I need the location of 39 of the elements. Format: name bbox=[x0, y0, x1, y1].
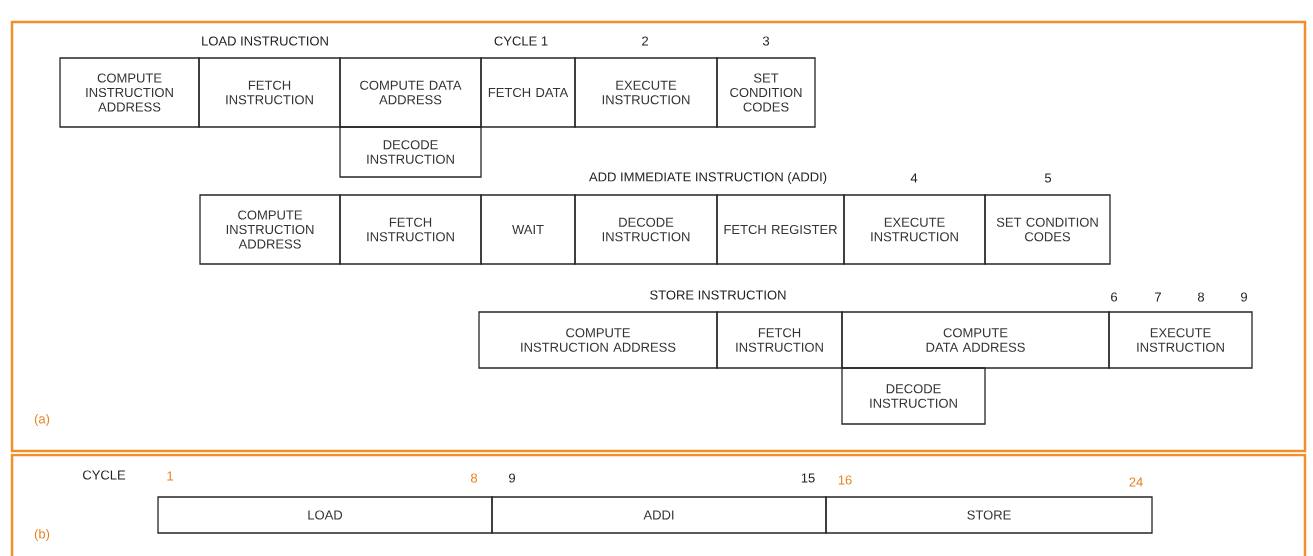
bar-segment: LOAD bbox=[157, 496, 493, 534]
stage-box: COMPUTE DATA ADDRESS bbox=[841, 311, 1110, 369]
stage-box: SET CONDITION CODES bbox=[984, 194, 1111, 265]
stage-box: EXECUTE INSTRUCTION bbox=[1108, 311, 1253, 369]
label-text: (a) bbox=[34, 413, 50, 427]
stage-box: WAIT bbox=[480, 194, 576, 265]
label-text: CYCLE 1 bbox=[494, 36, 548, 46]
label-text: 5 bbox=[1044, 173, 1052, 183]
stage-box: FETCH DATA bbox=[480, 57, 576, 128]
stage-box: FETCH INSTRUCTION bbox=[339, 194, 482, 265]
stage-box: COMPUTE INSTRUCTION ADDRESS bbox=[59, 57, 200, 128]
stage-box: DECODE INSTRUCTION bbox=[574, 194, 718, 265]
label-text: 15 bbox=[801, 473, 815, 483]
label-text: 6 bbox=[1111, 292, 1118, 302]
stage-box: COMPUTE INSTRUCTION ADDRESS bbox=[478, 311, 718, 369]
stage-box: FETCH REGISTER bbox=[716, 194, 845, 265]
stage-box: EXECUTE INSTRUCTION bbox=[574, 57, 718, 128]
label-text: 8 bbox=[470, 473, 478, 483]
stage-box: FETCH INSTRUCTION bbox=[198, 57, 341, 128]
label-text: CYCLE bbox=[83, 470, 126, 480]
stage-box: DECODE INSTRUCTION bbox=[841, 367, 986, 425]
stage-box: COMPUTE DATA ADDRESS bbox=[339, 57, 482, 128]
stage-box: FETCH INSTRUCTION bbox=[716, 311, 843, 369]
stage-box: COMPUTE INSTRUCTION ADDRESS bbox=[199, 194, 341, 265]
label-text: 9 bbox=[509, 473, 515, 483]
label-text: LOAD INSTRUCTION bbox=[202, 36, 328, 46]
label-text: 3 bbox=[762, 36, 770, 46]
label-text: (b) bbox=[34, 528, 50, 542]
label-text: 2 bbox=[642, 36, 648, 46]
bar-segment: STORE bbox=[825, 496, 1153, 534]
label-text: STORE INSTRUCTION bbox=[650, 290, 786, 300]
stage-box: EXECUTE INSTRUCTION bbox=[843, 194, 986, 265]
label-text: 16 bbox=[838, 475, 852, 485]
bar-segment: ADDI bbox=[491, 496, 827, 534]
stage-box: DECODE INSTRUCTION bbox=[339, 126, 482, 178]
label-text: 4 bbox=[910, 173, 918, 183]
label-text: ADD IMMEDIATE INSTRUCTION (ADDI) bbox=[589, 171, 827, 185]
label-text: 1 bbox=[167, 471, 173, 481]
stage-box: SET CONDITION CODES bbox=[716, 57, 816, 128]
